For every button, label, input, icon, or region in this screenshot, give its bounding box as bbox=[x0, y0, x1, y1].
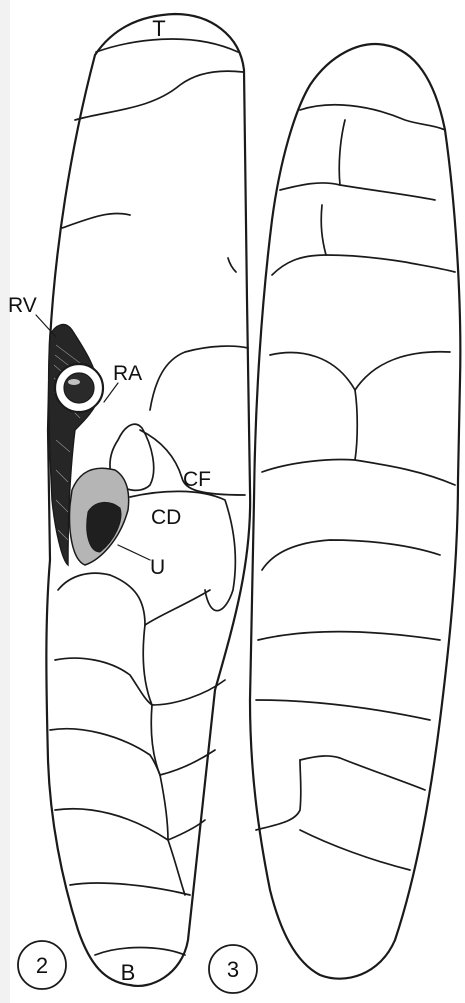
panel-3-number: 3 bbox=[227, 957, 239, 982]
panel-3-outline bbox=[250, 44, 460, 979]
label-ra: RA bbox=[113, 362, 142, 385]
panel-2-drawing bbox=[36, 14, 250, 986]
panel-3-drawing bbox=[250, 44, 460, 979]
ra-highlight bbox=[68, 379, 80, 385]
label-cd: CD bbox=[151, 506, 181, 529]
panel-2-number: 2 bbox=[36, 953, 48, 978]
label-u: U bbox=[150, 556, 165, 579]
label-b: B bbox=[121, 960, 136, 985]
ra-ring-inner bbox=[64, 373, 94, 403]
label-rv: RV bbox=[8, 294, 37, 317]
label-t: T bbox=[152, 16, 165, 41]
label-cf: CF bbox=[183, 468, 211, 491]
